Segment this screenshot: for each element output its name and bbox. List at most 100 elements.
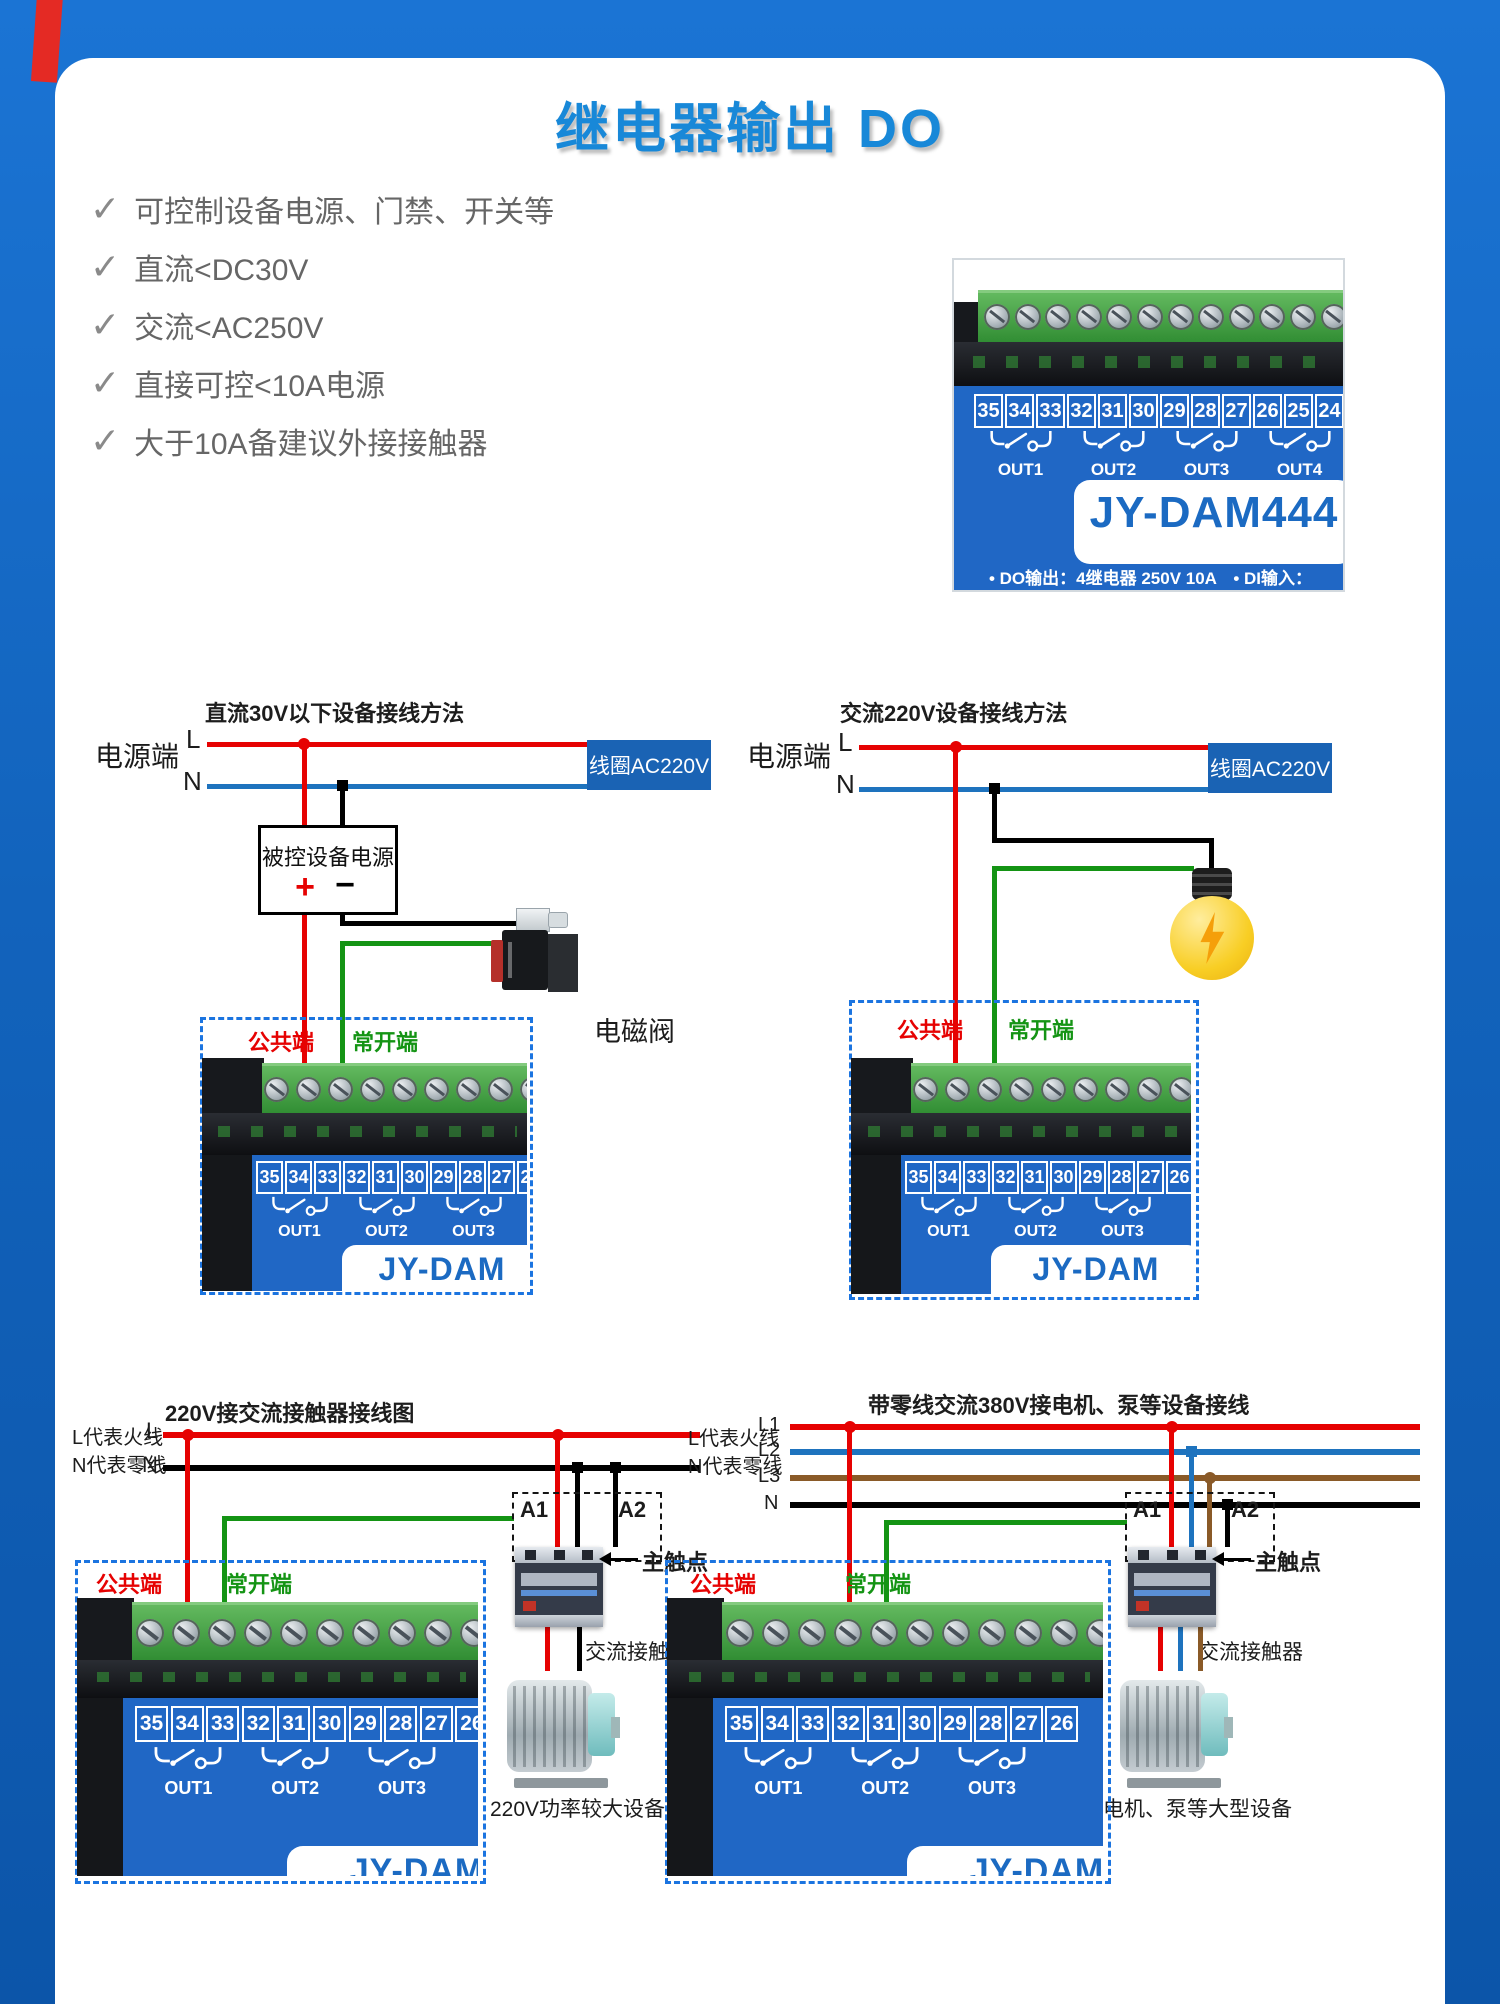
wire-black xyxy=(575,1465,580,1547)
arrow-icon xyxy=(1212,1552,1251,1566)
terminal-number: 30 xyxy=(1050,1161,1077,1194)
wire-black xyxy=(340,909,345,925)
terminal-number: 33 xyxy=(1036,394,1065,428)
terminal-number: 35 xyxy=(135,1706,168,1742)
device-power-box: 被控设备电源 + − xyxy=(258,825,398,915)
brand-label: JY-DAM xyxy=(287,1846,478,1876)
wire-green xyxy=(340,941,345,1091)
common-label: 公共端 xyxy=(96,1572,163,1597)
relay-contact-icon xyxy=(1257,430,1343,458)
terminal-screw xyxy=(456,1077,481,1102)
out-label: OUT1 xyxy=(164,1778,213,1798)
terminal-screw xyxy=(360,1077,385,1102)
terminal-screw xyxy=(978,1619,1006,1647)
terminal-number: 30 xyxy=(401,1161,428,1194)
terminal-number: 26 xyxy=(455,1706,478,1742)
junction-square xyxy=(337,780,348,791)
terminal-screw xyxy=(1167,304,1194,330)
power-label: 电源端 xyxy=(747,741,832,772)
wire-green xyxy=(884,1520,889,1632)
terminal-number: 28 xyxy=(1108,1161,1135,1194)
terminal-number: 26 xyxy=(1253,394,1282,428)
relay-zone-box xyxy=(849,1000,1199,1300)
terminal-screw xyxy=(392,1077,417,1102)
terminal-number: 33 xyxy=(796,1706,830,1742)
feature-item: ✓ 大于10A备建议外接接触器 xyxy=(90,420,810,462)
terminal-screw xyxy=(942,1619,970,1647)
line-label-n: N xyxy=(183,766,202,796)
terminal-number: 27 xyxy=(1009,1706,1043,1742)
out-label: OUT1 xyxy=(927,1223,970,1240)
terminal-screw xyxy=(726,1619,754,1647)
terminal-screw xyxy=(296,1077,321,1102)
terminal-screw xyxy=(328,1077,353,1102)
terminal-number: 27 xyxy=(488,1161,515,1194)
terminal-screw xyxy=(136,1619,164,1647)
line-label-n: N xyxy=(142,1452,158,1477)
junction-square xyxy=(1222,1499,1233,1510)
junction-dot xyxy=(1204,1472,1216,1484)
junction-dot xyxy=(298,738,310,750)
wire-n xyxy=(163,1465,700,1471)
line-label-l2: L2 xyxy=(758,1439,781,1461)
relay-contact-icon xyxy=(838,1746,932,1776)
junction-square xyxy=(1186,1446,1197,1457)
terminal-number: 32 xyxy=(831,1706,865,1742)
line-label-l1: L1 xyxy=(758,1414,781,1436)
check-icon: ✓ xyxy=(90,188,121,229)
wire-green xyxy=(884,1520,1127,1525)
feature-text: 大于10A备建议外接接触器 xyxy=(134,428,488,461)
terminal-number: 31 xyxy=(867,1706,901,1742)
wire-l xyxy=(207,742,587,747)
terminal-screw xyxy=(208,1619,236,1647)
contactor xyxy=(515,1547,603,1627)
out-label: OUT1 xyxy=(997,460,1044,479)
wire-red xyxy=(555,1432,560,1547)
terminal-screw xyxy=(424,1619,452,1647)
diagram-title-c220: 220V接交流接触器接线图 xyxy=(165,1401,415,1426)
relay-contact-icon xyxy=(945,1746,1039,1776)
terminal-screw xyxy=(798,1619,826,1647)
check-icon: ✓ xyxy=(90,420,121,461)
terminal-number: 35 xyxy=(905,1161,932,1194)
wire-black xyxy=(992,838,1214,843)
terminal-screw xyxy=(1086,1619,1103,1647)
terminal-screw xyxy=(1050,1619,1078,1647)
terminal-number: 33 xyxy=(314,1161,341,1194)
terminal-number: 29 xyxy=(938,1706,972,1742)
terminal-screw xyxy=(488,1077,513,1102)
coil-box: 线圈AC220V xyxy=(587,740,711,790)
terminal-number: 29 xyxy=(430,1161,457,1194)
terminal-number: 29 xyxy=(1079,1161,1106,1194)
feature-text: 直接可控<10A电源 xyxy=(134,370,386,403)
relay-contact-icon xyxy=(141,1746,235,1776)
terminal-screw xyxy=(906,1619,934,1647)
wire-green xyxy=(342,941,500,946)
relay-contact-icon xyxy=(978,430,1064,458)
out-label: OUT3 xyxy=(452,1223,495,1240)
terminal-number: 35 xyxy=(725,1706,758,1742)
wire-red xyxy=(1169,1424,1174,1547)
wire-red xyxy=(953,745,958,1091)
wire-black xyxy=(1209,838,1214,872)
terminal-number: 26 xyxy=(1166,1161,1191,1194)
feature-item: ✓直流<DC30V xyxy=(90,246,810,288)
relay-contact-icon xyxy=(1084,1196,1162,1222)
legend-l: L代表火线 xyxy=(688,1428,780,1450)
wire-red xyxy=(1158,1627,1163,1671)
relay-contact-icon xyxy=(248,1746,342,1776)
terminal-number: 32 xyxy=(992,1161,1019,1194)
terminal-screw xyxy=(520,1077,527,1102)
terminal-screw xyxy=(984,304,1010,330)
relay-zone-box xyxy=(665,1560,1111,1884)
terminal-screw xyxy=(352,1619,380,1647)
feature-item: ✓交流<AC250V xyxy=(90,307,810,346)
relay-contact-icon xyxy=(348,1196,426,1222)
junction-square xyxy=(989,783,1000,794)
device-label: 电机、泵等大型设备 xyxy=(1103,1798,1292,1821)
power-label: 电源端 xyxy=(95,741,180,772)
check-icon: ✓ xyxy=(90,246,121,287)
terminal-screw xyxy=(244,1619,272,1647)
out-label: OUT1 xyxy=(278,1223,321,1240)
terminal-screw xyxy=(1041,1077,1066,1102)
